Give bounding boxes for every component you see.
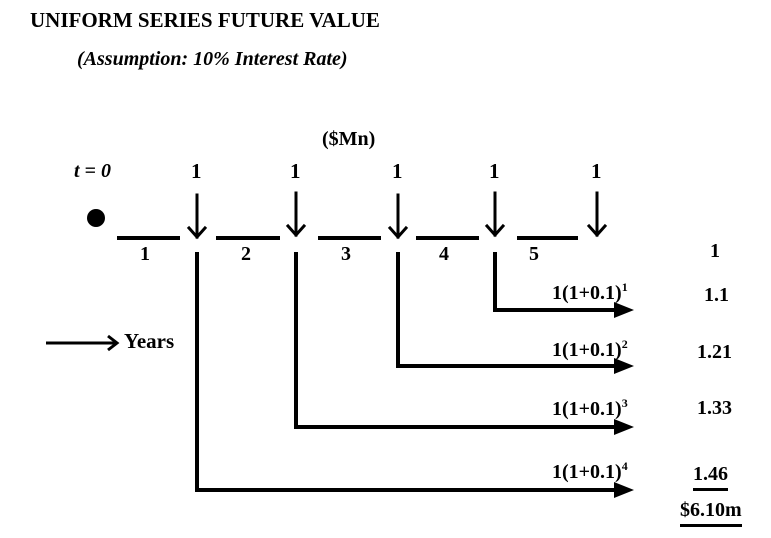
years-axis-label: Years	[124, 329, 175, 353]
period-label-2: 2	[241, 243, 251, 265]
period-label-5: 5	[529, 243, 539, 265]
start-point-dot	[87, 209, 105, 227]
right-arrow-head-icon	[614, 302, 634, 318]
payment-label-1: 1	[191, 159, 202, 183]
exponent: 4	[621, 459, 628, 473]
down-arrow-icon	[586, 191, 608, 238]
payment-label-2: 1	[290, 159, 301, 183]
formula-row-1: 1(1+0.1)1	[552, 280, 628, 304]
total-value: $6.10m	[680, 499, 742, 527]
compounding-path-2	[396, 252, 616, 368]
period-label-3: 3	[341, 243, 351, 265]
payment-label-3: 1	[392, 159, 403, 183]
compounding-path-1	[493, 252, 616, 312]
years-arrow-icon	[46, 334, 120, 352]
value-row-2: 1.21	[697, 341, 732, 363]
right-arrow-head-icon	[614, 482, 634, 498]
down-arrow-icon	[186, 193, 208, 240]
diagram-subtitle: (Assumption: 10% Interest Rate)	[77, 48, 348, 70]
payment-label-5: 1	[591, 159, 602, 183]
exponent: 2	[621, 337, 628, 351]
unit-label: ($Mn)	[322, 128, 376, 150]
formula-row-2: 1(1+0.1)2	[552, 337, 628, 361]
down-arrow-icon	[484, 191, 506, 238]
down-arrow-icon	[387, 193, 409, 240]
payment-label-4: 1	[489, 159, 500, 183]
diagram-title: UNIFORM SERIES FUTURE VALUE	[30, 8, 380, 32]
value-row-3: 1.33	[697, 397, 732, 419]
value-row-1: 1.1	[704, 284, 729, 306]
right-arrow-head-icon	[614, 419, 634, 435]
compounding-path-4	[195, 252, 616, 492]
period-label-1: 1	[140, 243, 150, 265]
compounding-path-3	[294, 252, 616, 429]
value-final-payment: 1	[710, 240, 720, 262]
exponent: 1	[621, 280, 628, 294]
formula-row-3: 1(1+0.1)3	[552, 396, 628, 420]
exponent: 3	[621, 396, 628, 410]
down-arrow-icon	[285, 191, 307, 238]
period-label-4: 4	[439, 243, 449, 265]
formula-row-4: 1(1+0.1)4	[552, 459, 628, 483]
right-arrow-head-icon	[614, 358, 634, 374]
time-zero-label: t = 0	[74, 160, 111, 182]
value-row-4: 1.46	[693, 463, 728, 491]
